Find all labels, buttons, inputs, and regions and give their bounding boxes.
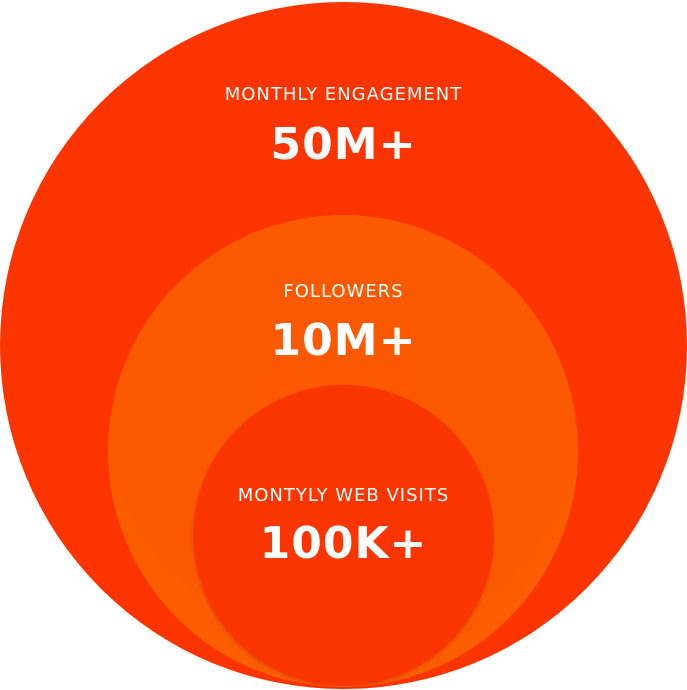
- web-visits-label: MONTYLY WEB VISITS: [237, 485, 450, 506]
- web-visits-value: 100K+: [259, 518, 428, 569]
- monthly-engagement-value: 50M+: [270, 119, 417, 170]
- followers-label: FOLLOWERS: [283, 281, 404, 302]
- monthly-engagement-label: MONTHLY ENGAGEMENT: [224, 84, 463, 105]
- followers-value: 10M+: [270, 315, 417, 366]
- inner-circle-web-visits: [193, 385, 494, 686]
